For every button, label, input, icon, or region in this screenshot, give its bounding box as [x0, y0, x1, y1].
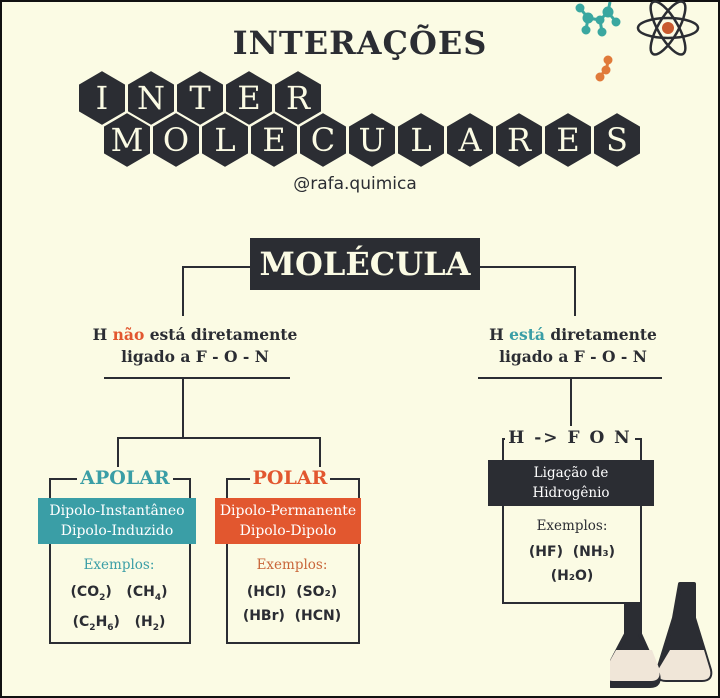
svg-text:A: A [457, 121, 482, 159]
example: (SO₂) [296, 584, 338, 600]
svg-text:O: O [163, 121, 189, 159]
connector [570, 378, 572, 426]
examples-label: Exemplos: [83, 557, 155, 573]
connector [117, 437, 119, 469]
svg-text:E: E [237, 79, 260, 117]
svg-text:R: R [286, 79, 311, 117]
hex-letter-tile: E [543, 110, 593, 170]
connector [182, 266, 184, 316]
hbond-types-box: Ligação de Hidrogênio [488, 460, 654, 506]
svg-text:M: M [111, 121, 144, 159]
svg-text:R: R [507, 121, 532, 159]
apolar-examples: (CO2) (CH4) (C2H6) (H2) [49, 580, 189, 640]
hex-letter-tile: E [224, 68, 274, 128]
examples-label: Exemplos: [536, 518, 608, 534]
svg-text:T: T [189, 79, 211, 117]
example: (NH₃) [572, 544, 616, 560]
example: (H2) [134, 613, 166, 633]
example: (C2H6) [72, 613, 120, 633]
underline [104, 377, 290, 379]
connector [117, 437, 321, 439]
molecule-decoration-icon [575, 0, 700, 82]
svg-text:C: C [311, 121, 335, 159]
type-line: Hidrogênio [532, 485, 610, 501]
polar-label: POLAR [249, 467, 331, 489]
hbond-examples: (HF) (NH₃) (H₂O) [502, 540, 642, 588]
svg-text:N: N [137, 79, 165, 117]
example: (HBr) [242, 608, 285, 624]
type-line: Ligação de [533, 465, 609, 481]
highlight-nao: não [112, 325, 145, 344]
example: (HCl) [246, 584, 287, 600]
example: (CO2) [70, 584, 112, 603]
examples-label: Exemplos: [256, 557, 328, 573]
connector [574, 266, 576, 316]
hex-letter-tile: L [396, 110, 446, 170]
svg-text:E: E [556, 121, 579, 159]
author-handle: @rafa.quimica [293, 174, 417, 194]
type-item: Dipolo-Dipolo [239, 523, 337, 539]
svg-text:E: E [262, 121, 285, 159]
apolar-label: APOLAR [77, 467, 173, 489]
hex-letter-tile: S [592, 110, 642, 170]
connector [182, 266, 250, 268]
svg-text:L: L [214, 121, 235, 159]
hex-letter-tile: R [494, 110, 544, 170]
root-molecula-box: MOLÉCULA [250, 238, 480, 290]
connector [480, 266, 576, 268]
svg-text:S: S [606, 121, 628, 159]
hex-letter-tile: A [445, 110, 495, 170]
svg-text:U: U [359, 121, 386, 159]
type-item: Dipolo-Induzido [60, 523, 174, 539]
type-item: Dipolo-Instantâneo [49, 503, 185, 519]
hex-letter-tile: E [249, 110, 299, 170]
example: (HCN) [294, 608, 342, 624]
svg-text:L: L [410, 121, 431, 159]
polar-examples: (HCl) (SO₂) (HBr) (HCN) [222, 580, 362, 628]
example: (CH4) [126, 584, 168, 603]
hbond-label: H -> F O N [505, 428, 635, 448]
highlight-esta: está [509, 325, 545, 344]
page-title: INTERAÇÕES [232, 24, 488, 62]
svg-text:I: I [96, 79, 109, 117]
connector [319, 437, 321, 469]
example: (HF) [528, 544, 563, 560]
connector [182, 378, 184, 438]
example: (H₂O) [550, 568, 594, 584]
hex-letter-tile: U [347, 110, 397, 170]
hex-letter-tile: R [273, 68, 323, 128]
hex-letter-tile: T [175, 68, 225, 128]
flasks-icon [610, 582, 713, 688]
type-item: Dipolo-Permanente [219, 503, 357, 519]
